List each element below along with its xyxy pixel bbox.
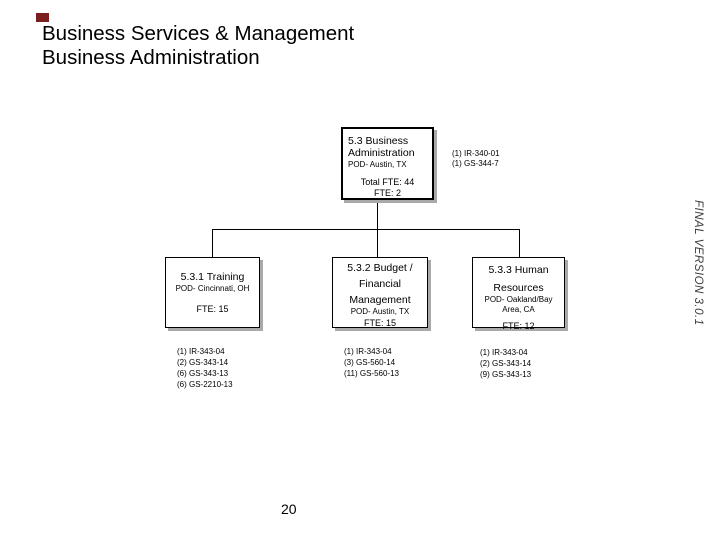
- code-line: (11) GS-560-13: [344, 369, 399, 378]
- slide-title: Business Services & Management Business …: [42, 22, 354, 69]
- orgbox-human-resources: 5.3.3 Human Resources POD- Oakland/Bay A…: [472, 257, 565, 331]
- connector-left-drop: [212, 229, 213, 257]
- code-line: (2) GS-343-14: [177, 358, 229, 367]
- child-name-line: Financial: [358, 278, 402, 290]
- orgbox-business-administration: 5.3 Business Administration POD- Austin,…: [341, 127, 434, 200]
- page-number: 20: [281, 501, 297, 517]
- root-name-line-1: 5.3 Business: [348, 135, 409, 147]
- child-fte: FTE: 12: [502, 321, 535, 331]
- orgbox-budget-financial-management: 5.3.2 Budget / Financial Management POD-…: [332, 257, 428, 328]
- version-label: FINAL VERSION 3.0.1: [692, 200, 704, 326]
- code-line: (1) IR-343-04: [480, 348, 528, 357]
- child-fte: FTE: 15: [363, 317, 396, 328]
- training-position-codes: (1) IR-343-04 (2) GS-343-14 (6) GS-343-1…: [177, 346, 233, 390]
- code-line: (1) IR-343-04: [344, 347, 392, 356]
- title-line-1: Business Services & Management: [42, 22, 355, 45]
- code-line: (1) GS-344-7: [452, 158, 499, 168]
- child-name-line: 5.3.2 Budget /: [347, 262, 413, 274]
- budget-position-codes: (1) IR-343-04 (3) GS-560-14 (11) GS-560-…: [344, 346, 399, 379]
- child-pod-line: Area, CA: [502, 304, 535, 314]
- child-pod-line: POD- Austin, TX: [350, 307, 410, 316]
- root-name-line-2: Administration: [348, 147, 415, 159]
- connector-stem: [377, 199, 378, 257]
- orgbox-training: 5.3.1 Training POD- Cincinnati, OH FTE: …: [165, 257, 260, 328]
- root-position-codes: (1) IR-340-01 (1) GS-344-7: [452, 149, 500, 168]
- code-line: (9) GS-343-13: [480, 370, 532, 379]
- code-line: (2) GS-343-14: [480, 359, 532, 368]
- child-name-line: 5.3.3 Human: [488, 264, 549, 276]
- root-fte: FTE: 2: [373, 188, 401, 198]
- code-line: (1) IR-343-04: [177, 347, 225, 356]
- title-line-2: Business Administration: [42, 45, 260, 69]
- child-pod-line: POD- Oakland/Bay: [484, 295, 553, 304]
- child-fte: FTE: 15: [196, 303, 229, 314]
- child-name-line: 5.3.1 Training: [180, 271, 245, 283]
- accent-square: [36, 13, 49, 22]
- hr-position-codes: (1) IR-343-04 (2) GS-343-14 (9) GS-343-1…: [480, 347, 531, 380]
- connector-horizontal: [212, 229, 520, 230]
- child-name-line: Management: [349, 294, 411, 306]
- code-line: (6) GS-343-13: [177, 369, 229, 378]
- code-line: (1) IR-340-01: [452, 149, 500, 158]
- child-pod-line: POD- Cincinnati, OH: [175, 284, 250, 293]
- root-pod: POD- Austin, TX: [348, 160, 407, 169]
- code-line: (3) GS-560-14: [344, 358, 396, 367]
- code-line: (6) GS-2210-13: [177, 380, 233, 389]
- connector-right-drop: [519, 229, 520, 257]
- root-total-fte: Total FTE: 44: [360, 177, 415, 187]
- child-name-line: Resources: [493, 282, 544, 294]
